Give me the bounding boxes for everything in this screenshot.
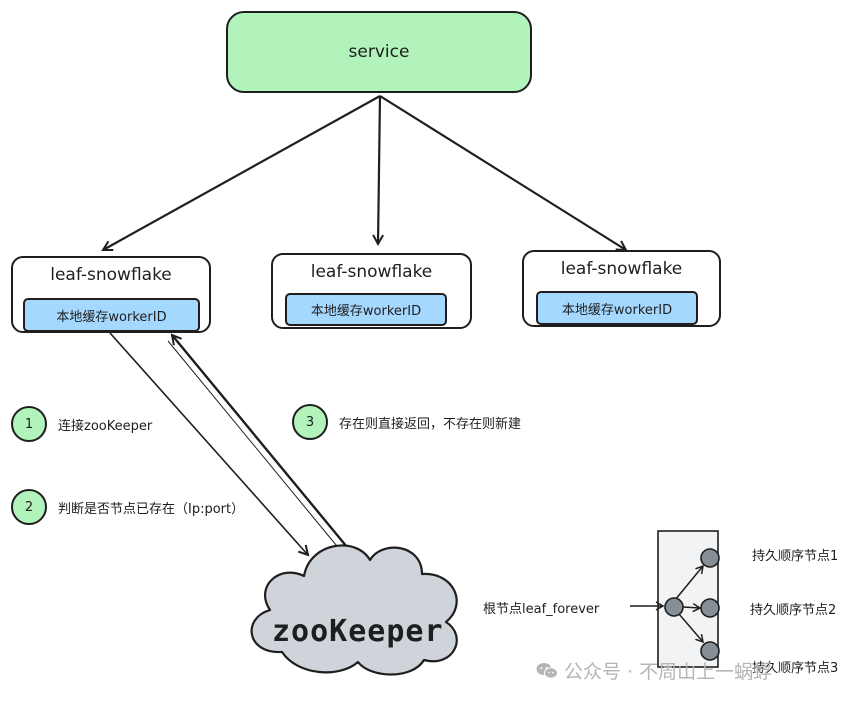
local-cache-worker-id: 本地缓存workerID [23,298,200,332]
leaf-instance-title: leaf-snowflake [560,259,683,279]
child-node-1 [700,548,720,568]
child-node-1-label: 持久顺序节点1 [752,549,839,564]
child-node-3-label: 持久顺序节点3 [752,661,839,676]
zookeeper-label: zooKeeper [272,614,444,649]
step-number: 2 [24,499,34,515]
step-2-text: 判断是否节点已存在（Ip:port） [58,502,245,517]
child-node-3 [700,641,720,661]
step-1-text: 连接zooKeeper [58,419,153,434]
leaf-instance-title: leaf-snowflake [50,265,172,285]
service-node: service [226,11,532,93]
step-number: 1 [24,416,34,432]
service-label: service [348,42,410,62]
arrow-service-to-instance-3 [379,95,626,250]
step-3-badge: 3 [292,404,328,440]
arrow-service-to-instance-2 [378,95,380,244]
local-cache-label: 本地缓存workerID [310,304,422,319]
local-cache-worker-id: 本地缓存workerID [285,293,447,326]
leaf-instance-3: leaf-snowflake 本地缓存workerID [522,250,721,327]
local-cache-worker-id: 本地缓存workerID [536,291,698,325]
arrow-zookeeper-to-instance-echo [167,340,342,552]
wechat-icon [536,662,558,680]
leaf-instance-title: leaf-snowflake [310,262,433,282]
zookeeper-cloud-icon [250,544,458,676]
local-cache-label: 本地缓存workerID [561,302,673,318]
arrow-root-to-child-1 [674,564,704,601]
arrow-root-to-child-2 [682,602,702,613]
child-node-2 [700,598,720,618]
watermark: 公众号 · 不周山上一蜗蜉 [536,657,772,684]
leaf-instance-2: leaf-snowflake 本地缓存workerID [271,253,472,329]
leaf-instance-1: leaf-snowflake 本地缓存workerID [11,256,211,333]
step-2-badge: 2 [11,489,47,525]
arrow-root-to-child-3 [678,613,704,644]
step-number: 3 [305,414,315,430]
root-node-label: 根节点leaf_forever [483,602,600,617]
arrow-instance-to-zookeeper [109,332,308,555]
step-1-badge: 1 [11,406,47,442]
znode-tree [630,530,720,668]
arrow-service-to-instance-1 [103,95,381,250]
child-node-2-label: 持久顺序节点2 [750,603,837,618]
watermark-text: 公众号 · 不周山上一蜗蜉 [564,661,773,683]
arrow-zookeeper-to-instance [172,335,348,548]
step-3-text: 存在则直接返回，不存在则新建 [339,417,522,432]
root-node [664,597,684,617]
local-cache-label: 本地缓存workerID [56,309,167,325]
